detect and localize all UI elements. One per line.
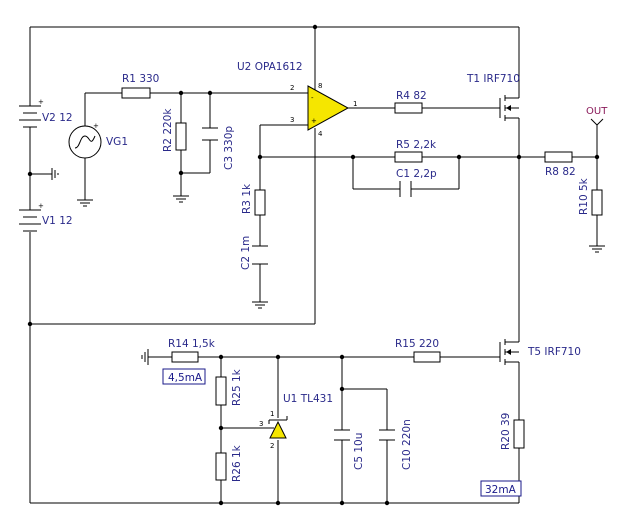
r8-label: R8 82 bbox=[545, 166, 576, 178]
ground-r2 bbox=[173, 195, 189, 203]
u1-pin-2: 2 bbox=[270, 442, 274, 450]
ground-c2 bbox=[252, 301, 268, 309]
resistor-r4: R4 82 bbox=[394, 90, 427, 114]
v1-label: V1 12 bbox=[42, 215, 73, 227]
signal-generator-vg1: + VG1 bbox=[68, 122, 128, 159]
wires bbox=[29, 26, 598, 504]
r15-label: R15 220 bbox=[395, 338, 439, 350]
current-probe-bias: 32mA bbox=[480, 480, 522, 497]
u1-label: U1 TL431 bbox=[283, 393, 333, 405]
r1-label: R1 330 bbox=[122, 73, 159, 85]
current-probe-ref: 4,5mA bbox=[162, 368, 206, 385]
ground-r14 bbox=[141, 349, 149, 365]
r2-label: R2 220k bbox=[162, 108, 174, 152]
v2-plus-sign: + bbox=[38, 98, 44, 106]
u2-pin-4: 4 bbox=[318, 130, 323, 138]
capacitor-c1: C1 2,2p bbox=[396, 168, 437, 197]
resistor-r3: R3 1k bbox=[241, 183, 266, 216]
u2-pin-3: 3 bbox=[290, 116, 294, 124]
r20-label: R20 39 bbox=[500, 413, 512, 450]
r25-label: R25 1k bbox=[231, 368, 243, 406]
probe-ref-value: 4,5mA bbox=[168, 372, 203, 384]
resistor-r1: R1 330 bbox=[121, 73, 159, 99]
r4-label: R4 82 bbox=[396, 90, 427, 102]
v2-label: V2 12 bbox=[42, 112, 73, 124]
shunt-regulator-u1: 3 2 1 U1 TL431 bbox=[259, 393, 333, 450]
ground-symbols bbox=[77, 195, 605, 365]
c3-label: C3 330p bbox=[223, 126, 235, 170]
battery-v1: + V1 12 bbox=[19, 202, 73, 232]
ground-r10 bbox=[589, 245, 605, 253]
u1-pin-1: 1 bbox=[270, 410, 274, 418]
u2-plus-sign: + bbox=[311, 117, 317, 125]
c1-label: C1 2,2p bbox=[396, 168, 437, 180]
u2-pin-1: 1 bbox=[353, 100, 357, 108]
ground-vg1 bbox=[77, 199, 93, 207]
battery-v2: + V2 12 bbox=[19, 98, 73, 130]
vg1-plus-sign: + bbox=[93, 122, 99, 130]
output-terminal: OUT bbox=[586, 106, 608, 126]
mosfet-t5: T5 IRF710 bbox=[499, 334, 581, 372]
capacitor-c2: C2 1m bbox=[240, 236, 268, 270]
resistor-r26: R26 1k bbox=[215, 444, 243, 482]
resistor-r5: R5 2,2k bbox=[394, 139, 437, 163]
capacitor-c10: C10 220n bbox=[379, 419, 413, 470]
resistor-r15: R15 220 bbox=[395, 338, 441, 363]
c2-label: C2 1m bbox=[240, 236, 252, 270]
resistor-r8: R8 82 bbox=[544, 151, 576, 178]
r5-label: R5 2,2k bbox=[396, 139, 437, 151]
r10-label: R10 5k bbox=[578, 177, 590, 215]
capacitor-c3: C3 330p bbox=[202, 126, 235, 170]
u2-minus-sign: - bbox=[311, 94, 314, 102]
out-label: OUT bbox=[586, 106, 608, 117]
junctions bbox=[27, 24, 600, 506]
t1-label: T1 IRF710 bbox=[466, 73, 520, 85]
u2-label: U2 OPA1612 bbox=[237, 61, 303, 73]
resistor-r14: R14 1,5k bbox=[168, 338, 216, 363]
v1-plus-sign: + bbox=[38, 202, 44, 210]
r26-label: R26 1k bbox=[231, 444, 243, 482]
t5-label: T5 IRF710 bbox=[527, 346, 581, 358]
c5-label: C5 10u bbox=[353, 433, 365, 470]
mid-ground-mark bbox=[51, 168, 59, 180]
vg1-label: VG1 bbox=[106, 136, 128, 148]
r3-label: R3 1k bbox=[241, 183, 253, 214]
u2-pin-2: 2 bbox=[290, 84, 294, 92]
u2-pin-8: 8 bbox=[318, 82, 322, 90]
resistor-r2: R2 220k bbox=[162, 108, 187, 152]
resistor-r10: R10 5k bbox=[578, 177, 603, 216]
probe-bias-value: 32mA bbox=[485, 484, 517, 496]
capacitor-c5: C5 10u bbox=[334, 429, 365, 470]
u1-pin-3: 3 bbox=[259, 420, 263, 428]
resistor-r20: R20 39 bbox=[500, 413, 525, 450]
resistor-r25: R25 1k bbox=[215, 368, 243, 406]
opamp-u2: - + 2 3 1 8 4 U2 OPA1612 bbox=[237, 61, 357, 138]
mosfet-t1: T1 IRF710 bbox=[466, 73, 520, 124]
c10-label: C10 220n bbox=[401, 419, 413, 470]
r14-label: R14 1,5k bbox=[168, 338, 216, 350]
